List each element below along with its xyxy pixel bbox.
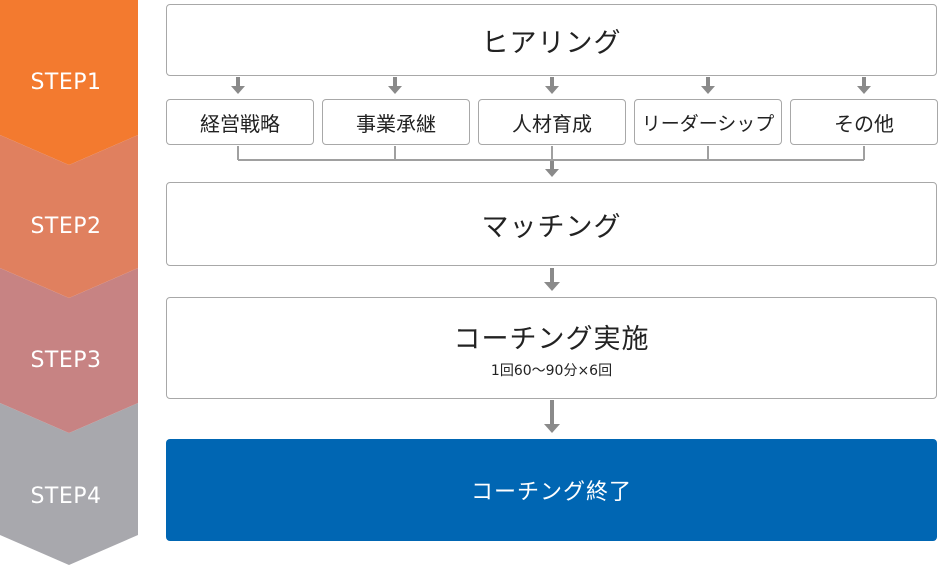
coaching-detail: 1回60〜90分×6回 (490, 362, 613, 379)
arrow-to-matching (545, 160, 559, 177)
category-label: 経営戦略 (200, 111, 280, 136)
arrow-to-category-2 (388, 77, 402, 94)
step4-label: STEP4 (30, 484, 102, 509)
category-box-4: リーダーシップ (634, 99, 782, 145)
step2-label: STEP2 (30, 214, 102, 239)
category-label: 事業承継 (356, 111, 436, 136)
category-label: リーダーシップ (641, 112, 775, 135)
category-box-5: その他 (790, 99, 938, 145)
arrow-to-coaching (544, 268, 560, 291)
category-box-1: 経営戦略 (166, 99, 314, 145)
hearing-box: ヒアリング (166, 4, 937, 76)
coaching-end-title: コーチング終了 (470, 480, 632, 505)
hearing-title: ヒアリング (481, 27, 622, 59)
category-merge-bracket (237, 146, 865, 161)
step4-chevron (0, 403, 138, 565)
step1-label: STEP1 (30, 70, 102, 95)
category-label: 人材育成 (512, 111, 592, 136)
category-box-2: 事業承継 (322, 99, 470, 145)
matching-box: マッチング (166, 182, 937, 266)
matching-title: マッチング (481, 211, 622, 243)
coaching-title: コーチング実施 (453, 323, 650, 355)
coaching-end-box: コーチング終了 (166, 439, 937, 541)
arrow-to-category-4 (701, 77, 715, 94)
step1-chevron (0, 0, 138, 165)
step2-chevron (0, 135, 138, 298)
category-label: その他 (834, 111, 894, 136)
coaching-box: コーチング実施 1回60〜90分×6回 (166, 297, 937, 399)
step3-label: STEP3 (30, 348, 102, 373)
arrow-to-category-3 (545, 77, 559, 94)
arrow-to-category-5 (857, 77, 871, 94)
step3-chevron (0, 268, 138, 433)
category-box-3: 人材育成 (478, 99, 626, 145)
step-chevrons (0, 0, 138, 565)
arrow-to-category-1 (231, 77, 245, 94)
arrow-to-end (544, 400, 560, 433)
